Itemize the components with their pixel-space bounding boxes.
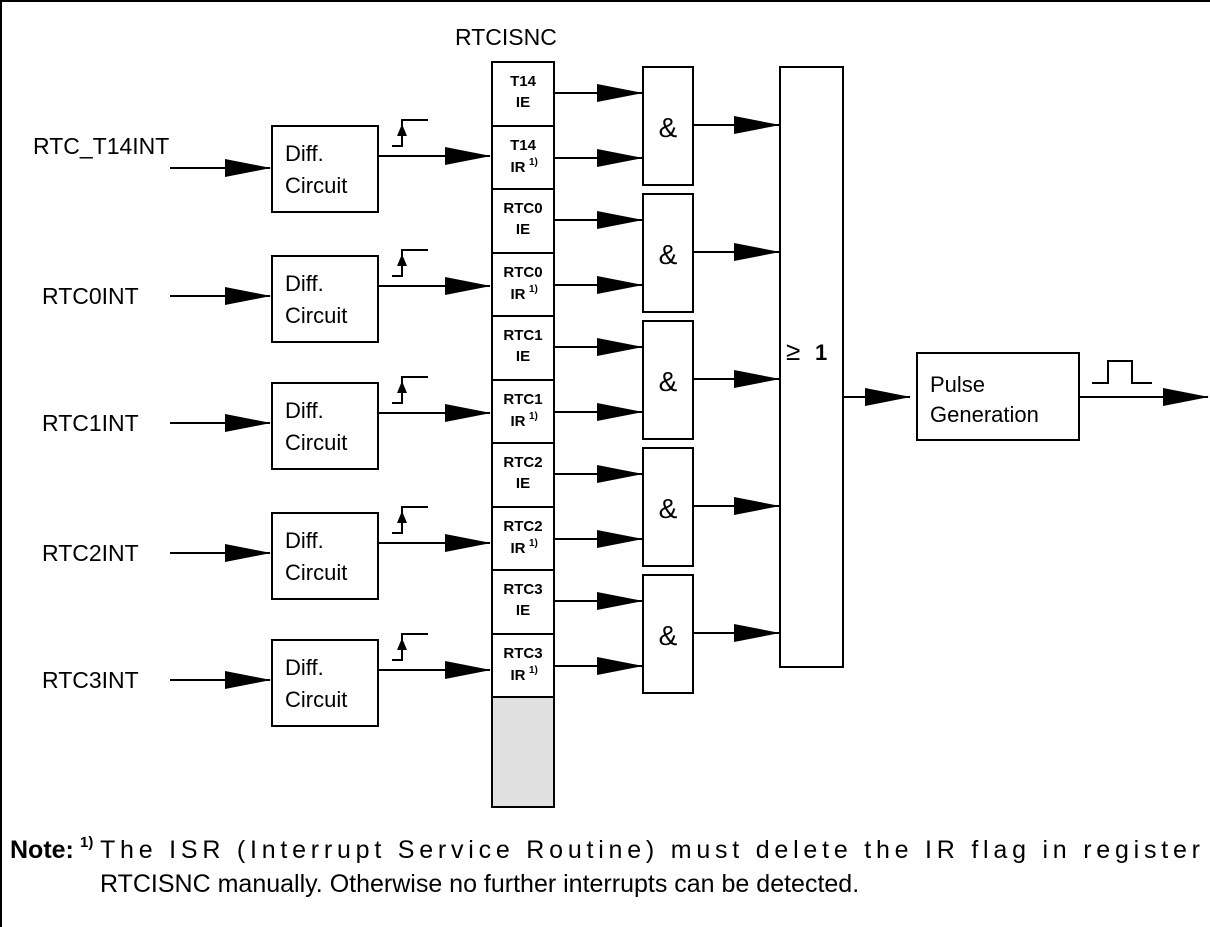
and-gate-symbol: &	[659, 493, 678, 524]
register-ie-label-line1: RTC1	[503, 327, 542, 344]
pulse-generation-label-line2: Generation	[930, 402, 1039, 427]
input-label: RTC0INT	[42, 283, 139, 309]
note-line-2: RTCISNC manually. Otherwise no further i…	[100, 870, 859, 898]
note-footnote-mark: 1)	[80, 834, 93, 851]
diff-circuit-label-line1: Diff.	[285, 141, 324, 166]
register-ie-label-line1: RTC3	[503, 581, 542, 598]
and-gate	[642, 320, 694, 440]
or-gate-value: 1	[815, 340, 827, 365]
and-gate-symbol: &	[659, 620, 678, 651]
register-ir-label-line1: RTC0	[503, 264, 542, 281]
diff-circuit-label-line2: Circuit	[285, 687, 347, 712]
register-ir-cell	[491, 379, 555, 445]
rising-edge-arrow-icon	[397, 254, 407, 266]
register-ir-label-line2: IR	[511, 286, 526, 303]
register-ir-label-line1: RTC1	[503, 391, 542, 408]
register-ie-label-line1: T14	[510, 73, 537, 90]
register-ir-footnote-mark: 1)	[529, 538, 538, 549]
diff-circuit-label-line2: Circuit	[285, 173, 347, 198]
rising-edge-arrow-icon	[397, 124, 407, 136]
register-ir-footnote-mark: 1)	[529, 284, 538, 295]
diff-circuit-label-line1: Diff.	[285, 398, 324, 423]
or-gate	[779, 66, 844, 668]
register-ir-label-line2: IR	[511, 159, 526, 176]
and-gate-symbol: &	[659, 366, 678, 397]
input-label: RTC1INT	[42, 410, 139, 436]
and-gate-symbol: &	[659, 239, 678, 270]
rising-edge-arrow-icon	[397, 381, 407, 393]
register-ie-cell	[491, 442, 555, 508]
and-gate	[642, 447, 694, 567]
register-ir-label-line2: IR	[511, 540, 526, 557]
diff-circuit-label-line2: Circuit	[285, 430, 347, 455]
register-ie-label-line1: RTC0	[503, 200, 542, 217]
input-label: RTC_T14INT	[33, 133, 169, 159]
diff-circuit-label-line2: Circuit	[285, 560, 347, 585]
input-label: RTC3INT	[42, 667, 139, 693]
diff-circuit-box	[271, 125, 379, 213]
diff-circuit-box	[271, 255, 379, 343]
register-ie-label-line2: IE	[516, 221, 530, 238]
register-ie-label-line2: IE	[516, 475, 530, 492]
register-ir-footnote-mark: 1)	[529, 665, 538, 676]
register-ir-label-line1: T14	[510, 137, 537, 154]
note-line-1: The ISR (Interrupt Service Routine) must…	[100, 836, 1200, 864]
rising-edge-icon	[392, 119, 428, 147]
register-ie-label-line2: IE	[516, 348, 530, 365]
register-ie-label-line2: IE	[516, 602, 530, 619]
register-ir-footnote-mark: 1)	[529, 411, 538, 422]
register-ie-label-line1: RTC2	[503, 454, 542, 471]
register-ir-cell	[491, 252, 555, 318]
and-gate	[642, 574, 694, 694]
and-gate	[642, 193, 694, 313]
and-gate-symbol: &	[659, 112, 678, 143]
diff-circuit-label-line2: Circuit	[285, 303, 347, 328]
diff-circuit-box	[271, 639, 379, 727]
rising-edge-icon	[392, 249, 428, 277]
register-unused-slot	[491, 696, 555, 808]
rising-edge-arrow-icon	[397, 511, 407, 523]
register-ie-label-line2: IE	[516, 94, 530, 111]
pulse-generation-label-line1: Pulse	[930, 372, 985, 397]
register-ir-cell	[491, 633, 555, 699]
register-title: RTCISNC	[455, 24, 557, 50]
diff-circuit-label-line1: Diff.	[285, 655, 324, 680]
pulse-waveform-icon	[1092, 360, 1152, 384]
input-label: RTC2INT	[42, 540, 139, 566]
or-gate-symbol: ≥	[786, 336, 800, 366]
rising-edge-arrow-icon	[397, 638, 407, 650]
register-ir-label-line2: IR	[511, 413, 526, 430]
diff-circuit-label-line1: Diff.	[285, 271, 324, 296]
diff-circuit-box	[271, 382, 379, 470]
diff-circuit-box	[271, 512, 379, 600]
register-ie-cell	[491, 61, 555, 127]
rising-edge-icon	[392, 506, 428, 534]
register-ie-cell	[491, 569, 555, 635]
register-ir-footnote-mark: 1)	[529, 157, 538, 168]
note-label: Note:	[10, 836, 74, 864]
pulse-generation-block	[916, 352, 1080, 441]
register-ir-cell	[491, 125, 555, 191]
register-ir-cell	[491, 506, 555, 572]
rising-edge-icon	[392, 633, 428, 661]
register-ir-label-line2: IR	[511, 667, 526, 684]
register-ir-label-line1: RTC2	[503, 518, 542, 535]
register-ir-label-line1: RTC3	[503, 645, 542, 662]
diff-circuit-label-line1: Diff.	[285, 528, 324, 553]
rising-edge-icon	[392, 376, 428, 404]
